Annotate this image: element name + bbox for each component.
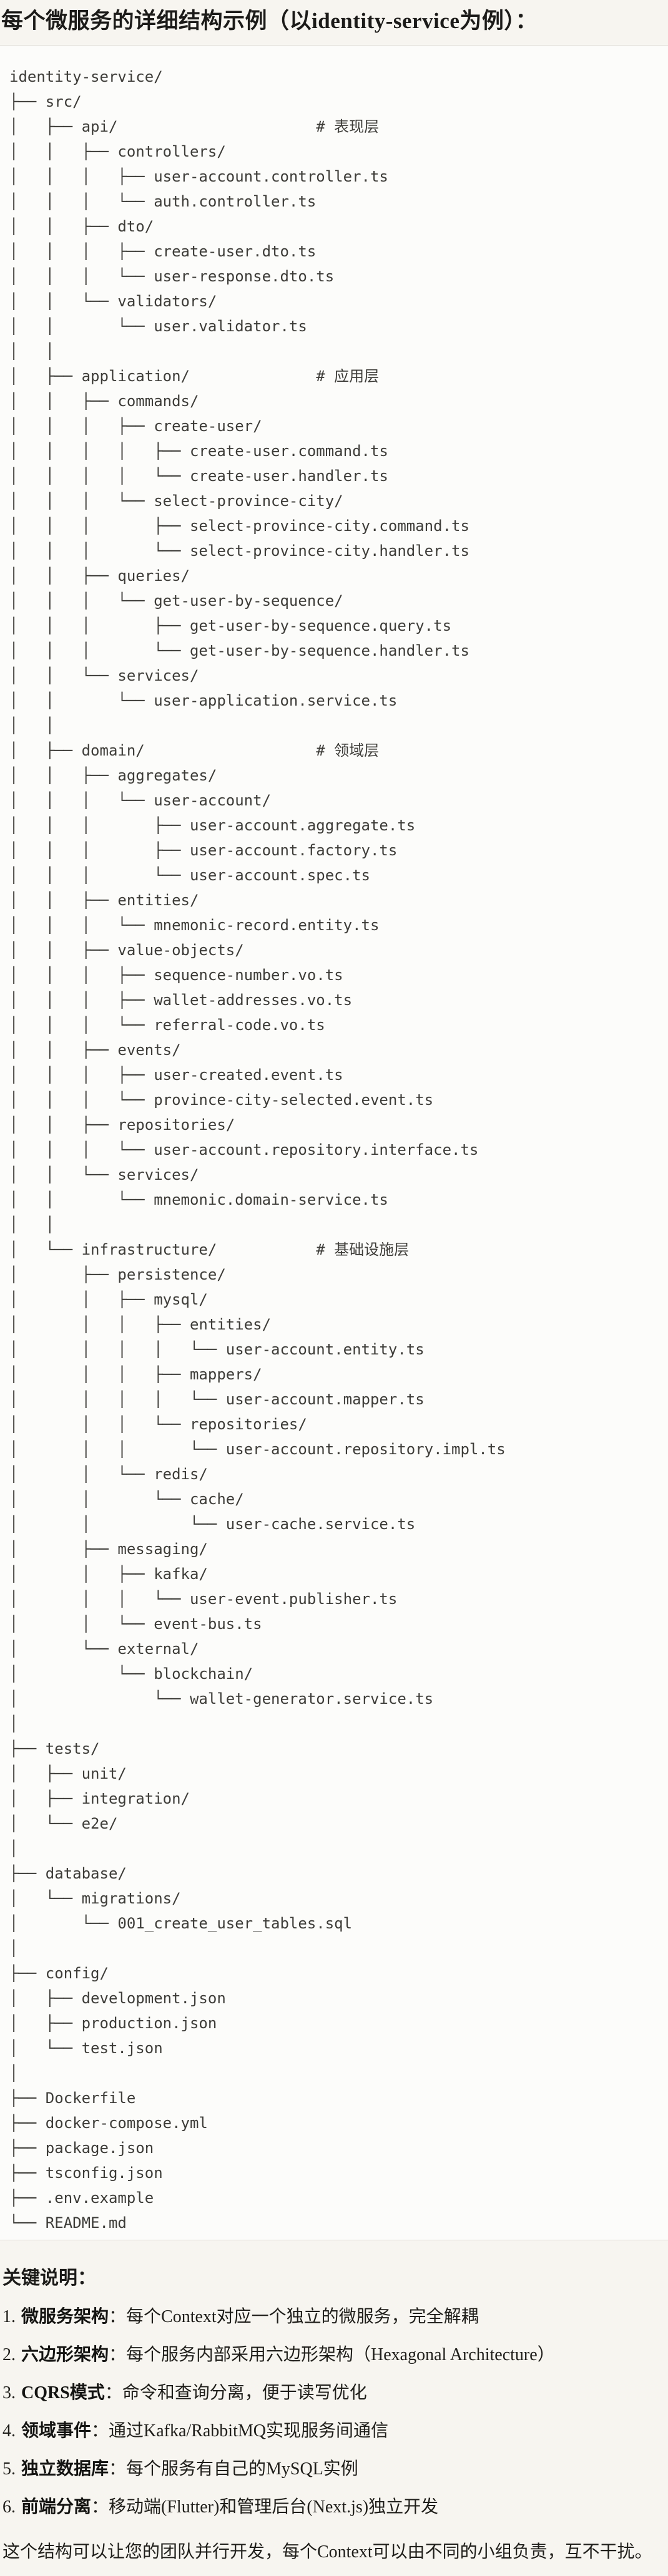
note-number: 2. [2, 2345, 16, 2365]
note-number: 3. [2, 2383, 16, 2403]
tree-pre: identity-service/ ├── src/ │ ├── api/ # … [9, 68, 506, 2232]
note-number: 5. [2, 2459, 16, 2479]
code-block: identity-service/ ├── src/ │ ├── api/ # … [0, 45, 668, 2240]
note-item: 1. 微服务架构：每个Context对应一个独立的微服务，完全解耦 [2, 2306, 662, 2328]
note-label: 独立数据库 [21, 2459, 109, 2479]
notes-section: 关键说明： 1. 微服务架构：每个Context对应一个独立的微服务，完全解耦 2.… [0, 2267, 668, 2564]
notes-heading: 关键说明： [2, 2268, 96, 2288]
note-number: 4. [2, 2421, 16, 2441]
note-item: 5.独立数据库：每个服务有自己的MySQL实例 [2, 2458, 662, 2481]
note-item: 6.前端分离：移动端(Flutter)和管理后台(Next.js)独立开发 [2, 2496, 662, 2519]
note-desc: ：每个服务内部采用六边形架构（Hexagonal Architecture） [109, 2345, 555, 2365]
note-desc: ：每个Context对应一个独立的微服务，完全解耦 [109, 2307, 479, 2326]
note-number: 6. [2, 2497, 16, 2517]
note-desc: ：命令和查询分离，便于读写优化 [104, 2383, 367, 2403]
page: { "title": "每个微服务的详细结构示例（以identity-servi… [0, 7, 668, 2576]
note-desc: ：每个服务有自己的MySQL实例 [109, 2459, 358, 2479]
note-number: 1. [2, 2307, 16, 2326]
note-desc: ：移动端(Flutter)和管理后台(Next.js)独立开发 [91, 2497, 439, 2517]
note-item: 4.领域事件：通过Kafka/RabbitMQ实现服务间通信 [2, 2420, 662, 2442]
note-label: 六边形架构 [21, 2345, 109, 2365]
note-item: 2.六边形架构：每个服务内部采用六边形架构（Hexagonal Architec… [2, 2344, 662, 2366]
note-desc: ：通过Kafka/RabbitMQ实现服务间通信 [91, 2421, 388, 2441]
note-item: 3.CQRS模式：命令和查询分离，便于读写优化 [2, 2382, 662, 2404]
note-label: 前端分离 [21, 2497, 92, 2517]
page-title: 每个微服务的详细结构示例（以identity-service为例）： [1, 9, 538, 33]
note-label: CQRS模式 [21, 2383, 105, 2403]
note-label: 领域事件 [21, 2421, 92, 2441]
note-label: 微服务架构 [21, 2307, 109, 2326]
notes-footer: 这个结构可以让您的团队并行开发，每个Context可以由不同的小组负责，互不干扰… [2, 2542, 652, 2562]
